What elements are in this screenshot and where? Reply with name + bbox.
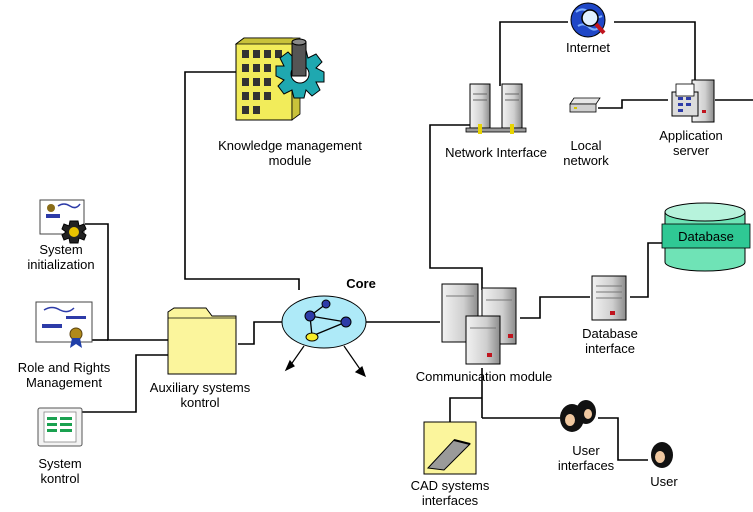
server-printer-icon xyxy=(671,79,715,123)
database-node[interactable] xyxy=(661,202,751,272)
user-group-icon xyxy=(560,400,596,432)
communication-label: Communication module xyxy=(415,369,553,384)
user-icon xyxy=(651,442,673,468)
auxiliary-label: Auxiliary systems kontrol xyxy=(128,380,272,410)
system-kontrol-label-line2: kontrol xyxy=(40,471,80,486)
connector-aux-core xyxy=(238,321,284,345)
connector-comm-dbif xyxy=(520,296,590,319)
auxiliary-label-line2: kontrol xyxy=(180,395,220,410)
network-interface-label: Network Interface xyxy=(445,145,547,160)
database-interface-label-line1: Database xyxy=(582,326,638,341)
local-network-node[interactable] xyxy=(569,97,601,113)
role-rights-label-line1: Role and Rights xyxy=(17,360,111,375)
document-icon xyxy=(37,407,83,447)
application-server-label: Application server xyxy=(646,128,736,158)
core-arrows xyxy=(284,345,366,378)
auxiliary-systems-node[interactable] xyxy=(167,307,237,375)
connector-users-user xyxy=(598,417,648,461)
building-gear-icon xyxy=(234,37,325,121)
database-interface-label-line2: interface xyxy=(585,341,635,356)
connector-local-appserver xyxy=(598,99,668,109)
role-rights-label: Role and Rights Management xyxy=(2,360,126,390)
local-network-label-line2: network xyxy=(563,153,609,168)
connector-dbif-db xyxy=(630,242,665,298)
knowledge-module-node[interactable] xyxy=(234,37,325,121)
database-label: Database xyxy=(678,229,734,244)
system-kontrol-label: System kontrol xyxy=(20,456,100,486)
system-kontrol-node[interactable] xyxy=(37,407,83,447)
local-network-label-line1: Local xyxy=(570,138,602,153)
connector-knowledge-core xyxy=(184,71,300,290)
user-interfaces-label: User interfaces xyxy=(546,443,626,473)
role-rights-label-line2: Management xyxy=(26,375,102,390)
internet-node[interactable] xyxy=(570,2,606,38)
cad-label-line1: CAD systems xyxy=(410,478,490,493)
application-server-label-line2: server xyxy=(672,143,710,158)
user-interfaces-label-line2: interfaces xyxy=(557,458,615,473)
connector-init-aux xyxy=(85,223,168,341)
server-icon xyxy=(591,275,627,321)
system-initialization-label-line1: System xyxy=(39,242,83,257)
hub-icon xyxy=(569,97,601,113)
communication-module-node[interactable] xyxy=(441,283,517,365)
system-initialization-node[interactable] xyxy=(39,199,87,244)
database-interface-node[interactable] xyxy=(591,275,627,321)
cad-label: CAD systems interfaces xyxy=(396,478,504,508)
folder-icon xyxy=(167,307,237,375)
cad-interfaces-node[interactable] xyxy=(423,421,477,475)
cad-label-line2: interfaces xyxy=(421,493,479,508)
connector-comm-cad xyxy=(449,397,482,425)
connector-comm-netif xyxy=(429,124,483,290)
internet-label: Internet xyxy=(565,40,611,55)
database-interface-label: Database interface xyxy=(570,326,650,356)
network-interface-node[interactable] xyxy=(465,83,527,134)
network-graph-icon xyxy=(281,295,367,349)
user-label: User xyxy=(650,474,678,489)
system-kontrol-label-line1: System xyxy=(38,456,82,471)
application-server-node[interactable] xyxy=(671,79,715,123)
connector-internet-appserver xyxy=(614,21,696,95)
server-cluster-icon xyxy=(441,283,517,365)
user-interfaces-node[interactable] xyxy=(560,400,596,432)
globe-magnifier-icon xyxy=(570,2,606,38)
application-server-label-line1: Application xyxy=(659,128,723,143)
auxiliary-label-line1: Auxiliary systems xyxy=(149,380,251,395)
core-node[interactable] xyxy=(281,295,367,378)
local-network-label: Local network xyxy=(556,138,616,168)
user-interfaces-label-line1: User xyxy=(572,443,600,458)
certificate-gear-icon xyxy=(39,199,87,244)
knowledge-label-line2: module xyxy=(268,153,312,168)
connectors xyxy=(82,21,753,461)
system-initialization-label: System initialization xyxy=(4,242,118,272)
user-node[interactable] xyxy=(651,442,673,468)
knowledge-label-line1: Knowledge management xyxy=(218,138,362,153)
role-rights-node[interactable] xyxy=(35,301,93,348)
core-label: Core xyxy=(346,276,376,291)
database-cylinder-icon xyxy=(661,202,751,272)
certificate-icon xyxy=(35,301,93,348)
scanner-icon xyxy=(423,421,477,475)
connector-syskontrol-aux xyxy=(82,354,168,413)
server-pair-icon xyxy=(465,83,527,134)
system-initialization-label-line2: initialization xyxy=(27,257,95,272)
connector-netif-internet xyxy=(499,21,568,86)
knowledge-label: Knowledge management module xyxy=(190,138,390,168)
